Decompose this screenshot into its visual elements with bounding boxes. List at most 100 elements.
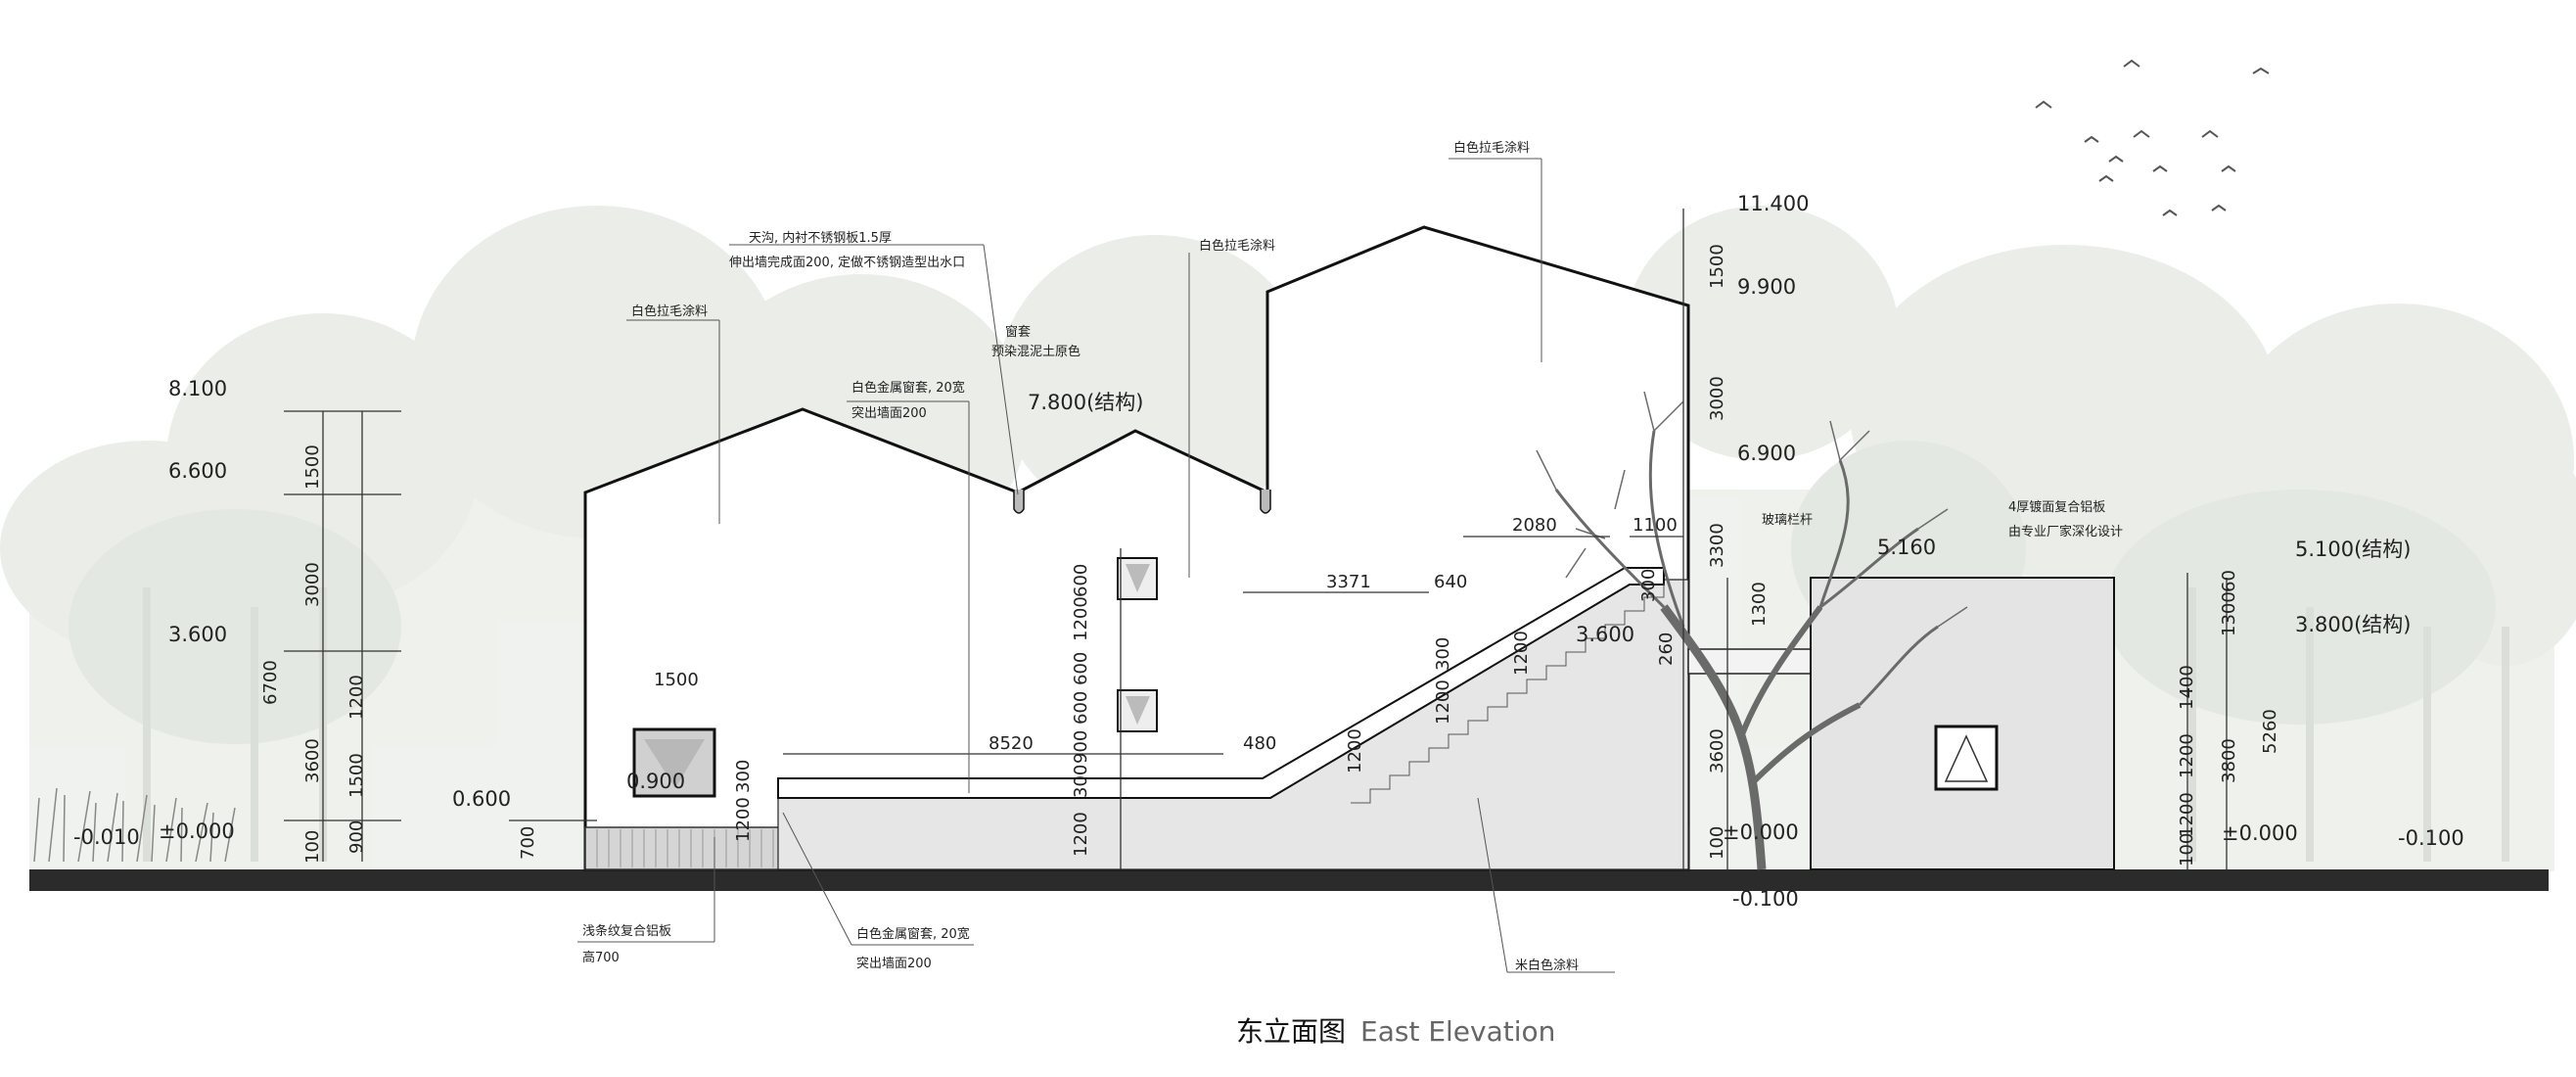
dim-1200-c: 1200: [1071, 812, 1091, 857]
note-sill-1: 窗套: [1005, 324, 1031, 340]
dim-300-a: 300: [733, 760, 754, 793]
level-0900: 0.900: [626, 770, 685, 793]
dim-1400: 1400: [2177, 665, 2197, 710]
level-5100: 5.100(结构): [2295, 538, 2412, 561]
dim-1200-e1: 1200: [2177, 733, 2197, 778]
dim-3371: 3371: [1326, 572, 1371, 592]
caption-english: East Elevation: [1360, 1015, 1555, 1048]
level-markers: 8.100 6.600 3.600 0.600 -0.010 ±0.000 0.…: [73, 192, 2464, 911]
level-3600-ramp: 3.600: [1576, 623, 1634, 646]
dim-1500-a: 1500: [302, 445, 323, 490]
dim-3600-a: 3600: [302, 738, 323, 783]
level-0000-right: ±0.000: [2222, 821, 2298, 845]
annex-building: [1810, 577, 2115, 870]
note-mid-roof: 白色拉毛涂料: [1199, 238, 1275, 254]
note-gutter-2: 伸出墙完成面200, 定做不锈钢造型出水口: [729, 256, 965, 270]
level-6900: 6.900: [1737, 442, 1796, 465]
drawing-caption: 东立面图 East Elevation: [1236, 1015, 1555, 1048]
note-frame-4: 突出墙面200: [856, 956, 932, 971]
caption-chinese: 东立面图: [1236, 1015, 1346, 1048]
level-0600: 0.600: [452, 787, 511, 811]
note-base-2: 高700: [582, 950, 620, 965]
dim-8520: 8520: [989, 733, 1034, 754]
birds: [2035, 59, 2270, 216]
dim-60: 60: [2219, 570, 2239, 592]
dim-1500-window: 1500: [654, 670, 699, 690]
dim-100-r: 100: [1707, 826, 1727, 860]
material-notes: 白色拉毛涂料 天沟, 内衬不锈钢板1.5厚 伸出墙完成面200, 定做不锈钢造型…: [577, 140, 2123, 973]
dim-1200-v: 1200: [733, 797, 754, 842]
dim-260: 260: [1656, 632, 1677, 666]
note-gutter-1: 天沟, 内衬不锈钢板1.5厚: [749, 230, 892, 246]
dim-1200-a: 1200: [346, 675, 367, 720]
dim-900-b: 900: [1071, 730, 1091, 764]
note-frame-3: 白色金属窗套, 20宽: [856, 926, 970, 942]
note-sill-2: 预染混泥土原色: [991, 344, 1081, 359]
dim-1300-b: 1300: [2219, 591, 2239, 636]
dim-1300-a: 1300: [1749, 582, 1770, 627]
level-3600: 3.600: [168, 623, 227, 646]
dim-300-s: 300: [1433, 637, 1453, 671]
note-annex-1: 4厚镀面复合铝板: [2008, 499, 2105, 515]
dim-1100: 1100: [1633, 515, 1678, 536]
level-0000-mid: ±0.000: [1723, 820, 1799, 844]
ground-line: [29, 869, 2549, 891]
note-wall: 米白色涂料: [1515, 958, 1579, 973]
level-3800: 3.800(结构): [2295, 613, 2412, 636]
level-0000-left: ±0.000: [159, 819, 235, 843]
dimension-lines: [284, 209, 2228, 869]
dim-1200-e2: 1200: [2177, 792, 2197, 837]
annex-window: [1934, 725, 1999, 791]
window-lower: [1117, 689, 1158, 732]
note-base-1: 浅条纹复合铝板: [582, 923, 671, 939]
dim-3000-a: 3000: [302, 562, 323, 607]
dim-700: 700: [518, 826, 538, 860]
note-top-roof: 白色拉毛涂料: [1453, 140, 1530, 156]
level-11400: 11.400: [1737, 192, 1809, 215]
dim-3600-r: 3600: [1707, 728, 1727, 773]
window-upper: [1117, 557, 1158, 600]
dim-900-a: 900: [346, 820, 367, 854]
note-frame-2: 突出墙面200: [851, 405, 927, 421]
dim-600-c: 600: [1071, 691, 1091, 725]
dimension-values: 1500 3000 1200 1500 900 100 6700 3600 15…: [260, 244, 2280, 866]
dim-600-a: 600: [1071, 564, 1091, 597]
dim-5260: 5260: [2260, 709, 2280, 754]
stair-steps: [1351, 584, 1665, 804]
bare-tree: [1536, 391, 1968, 870]
dim-1200-s2: 1200: [1433, 679, 1453, 725]
dim-2080: 2080: [1512, 515, 1557, 536]
window-left: [632, 727, 716, 798]
dim-300-t: 300: [1638, 569, 1659, 602]
dim-3300: 3300: [1707, 523, 1727, 568]
note-frame-1: 白色金属窗套, 20宽: [851, 380, 965, 396]
note-left-roof: 白色拉毛涂料: [631, 304, 708, 319]
dim-1500-r: 1500: [1707, 244, 1727, 289]
dim-3000-r: 3000: [1707, 376, 1727, 421]
dim-640: 640: [1434, 572, 1467, 592]
note-annex-2: 由专业厂家深化设计: [2008, 524, 2123, 539]
gutter-spouts: [1013, 490, 1271, 514]
dim-300-b: 300: [1071, 765, 1091, 798]
dim-480: 480: [1243, 733, 1276, 754]
dim-100-e: 100: [2177, 833, 2197, 866]
level-9900: 9.900: [1737, 275, 1796, 299]
level-5160: 5.160: [1877, 536, 1936, 559]
dim-1200-s1: 1200: [1345, 728, 1365, 773]
level-6600: 6.600: [168, 459, 227, 483]
note-rail: 玻璃栏杆: [1762, 513, 1813, 528]
dim-1200-b: 1200: [1071, 596, 1091, 641]
dim-1500-b: 1500: [346, 753, 367, 798]
level-m0100-mid: -0.100: [1732, 887, 1799, 911]
level-8100: 8.100: [168, 377, 227, 400]
dim-1200-s3: 1200: [1511, 631, 1532, 676]
level-m0010: -0.010: [73, 825, 140, 849]
dim-100-a: 100: [302, 830, 323, 864]
dim-6700: 6700: [260, 660, 281, 705]
level-7800: 7.800(结构): [1028, 391, 1144, 414]
grass-tuft: [33, 787, 236, 863]
level-m0100-right: -0.100: [2398, 826, 2464, 850]
dim-3800: 3800: [2219, 738, 2239, 783]
dim-600-b: 600: [1071, 652, 1091, 685]
